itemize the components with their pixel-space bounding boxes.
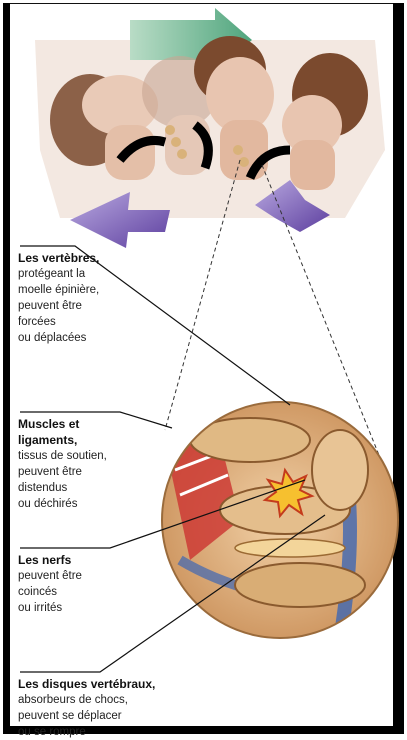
label-muscles-body: tissus de soutien, peuvent être distendu… <box>18 448 168 512</box>
head-motion-scene <box>35 8 385 248</box>
label-disques-title: Les disques vertébraux, <box>18 676 218 692</box>
label-muscles: Muscles et ligaments, tissus de soutien,… <box>18 416 168 512</box>
label-muscles-title: Muscles et ligaments, <box>18 416 168 448</box>
spine-detail-magnifier <box>160 400 398 640</box>
label-nerfs-title: Les nerfs <box>18 552 168 568</box>
label-vertebres-body: protégeant la moelle épinière, peuvent ê… <box>18 266 168 346</box>
label-disques: Les disques vertébraux, absorbeurs de ch… <box>18 676 218 740</box>
label-disques-body: absorbeurs de chocs, peuvent se déplacer… <box>18 692 218 740</box>
label-nerfs: Les nerfs peuvent être coincés ou irrité… <box>18 552 168 616</box>
label-vertebres-title: Les vertèbres, <box>18 250 168 266</box>
label-vertebres: Les vertèbres, protégeant la moelle épin… <box>18 250 168 346</box>
label-nerfs-body: peuvent être coincés ou irrités <box>18 568 168 616</box>
